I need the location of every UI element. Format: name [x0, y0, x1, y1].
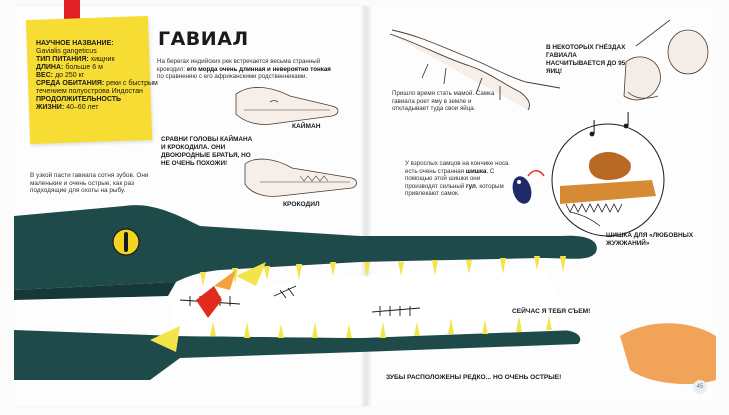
bump-label: ШИШКА ДЛЯ «ЛЮБОВНЫХ ЖУЖЖАНИЙ»	[606, 232, 694, 247]
info-value-diet: хищник	[88, 56, 115, 63]
intro-line-2: крокодил:	[157, 65, 187, 73]
gharial-walking-sketch	[389, 29, 561, 111]
male-text-part-1: У взрослых самцов на кончике носа есть о…	[405, 160, 509, 175]
mother-paragraph: Пришло время стать мамой. Самка гавиала …	[392, 90, 495, 113]
navy-fish-icon	[512, 170, 545, 204]
compare-heads-text: СРАВНИ ГОЛОВЫ КАЙМАНА И КРОКОДИЛА. ОНИ Д…	[161, 136, 253, 167]
intro-line-1: На берегах индийских рек встречается вес…	[157, 58, 321, 65]
info-value-scientific: Gavialis gangeticus	[36, 48, 97, 55]
orange-fish-icon	[620, 323, 716, 385]
teeth-paragraph: В узкой пасти гавиала сотня зубов. Они м…	[30, 172, 149, 195]
info-label-habitat: СРЕДА ОБИТАНИЯ:	[36, 80, 105, 87]
male-text-bold-1: шишка	[465, 167, 487, 175]
bump-snout-closeup	[560, 151, 656, 213]
info-value-habitat-cont: течением полуострова Индостан	[36, 88, 143, 95]
caiman-head-sketch	[235, 87, 339, 125]
info-label-weight: ВЕС:	[36, 72, 54, 79]
info-label-lifespan: ПРОДОЛЖИТЕЛЬНОСТЬ	[36, 96, 122, 103]
bookmark-ribbon	[64, 0, 80, 22]
page-title: ГАВИАЛ	[158, 28, 249, 50]
gharial-illustration	[14, 205, 597, 380]
male-text-part-2: . С помощью этой шишки они производят си…	[405, 167, 495, 190]
page-number: 45	[693, 380, 707, 394]
caiman-label: КАЙМАН	[292, 123, 321, 130]
hatchling-egg-sketch	[623, 19, 709, 101]
male-text-bold-2: гул	[466, 182, 476, 190]
info-label-lifespan-cont: ЖИЗНИ:	[36, 104, 65, 111]
eggs-fact: В НЕКОТОРЫХ ГНЁЗДАХ ГАВИАЛА НАСЧИТЫВАЕТС…	[546, 44, 626, 75]
info-label-diet: ТИП ПИТАНИЯ:	[36, 56, 89, 63]
male-bump-paragraph: У взрослых самцов на кончике носа есть о…	[405, 160, 509, 198]
info-value-habitat: реки с быстрым	[104, 80, 158, 87]
intro-line-3: по сравнению с его африканскими родствен…	[157, 73, 308, 81]
info-card-text: НАУЧНОЕ НАЗВАНИЕ: Gavialis gangeticus ТИ…	[36, 40, 158, 112]
info-value-lifespan: 40–60 лет	[64, 104, 99, 111]
info-label-length: ДЛИНА:	[36, 64, 64, 71]
male-text-part-3: , которым привлекают самок.	[405, 182, 504, 198]
intro-line-2-bold: его морда очень длинная и невероятно тон…	[186, 65, 331, 73]
crocodile-head-sketch	[244, 158, 357, 197]
info-value-length: больше 6 м	[63, 64, 103, 71]
info-value-weight: до 250 кг	[53, 72, 85, 79]
intro-paragraph: На берегах индийских рек встречается вес…	[157, 58, 375, 81]
music-notes-icon	[589, 112, 629, 137]
crocodile-label: КРОКОДИЛ	[283, 201, 320, 208]
bump-arrow-icon	[569, 211, 601, 227]
eat-you-caption: СЕЙЧАС Я ТЕБЯ СЪЕМ!	[512, 308, 591, 315]
rare-teeth-caption: ЗУБЫ РАСПОЛОЖЕНЫ РЕДКО... НО ОЧЕНЬ ОСТРЫ…	[386, 374, 562, 381]
info-label-scientific: НАУЧНОЕ НАЗВАНИЕ:	[36, 40, 114, 47]
